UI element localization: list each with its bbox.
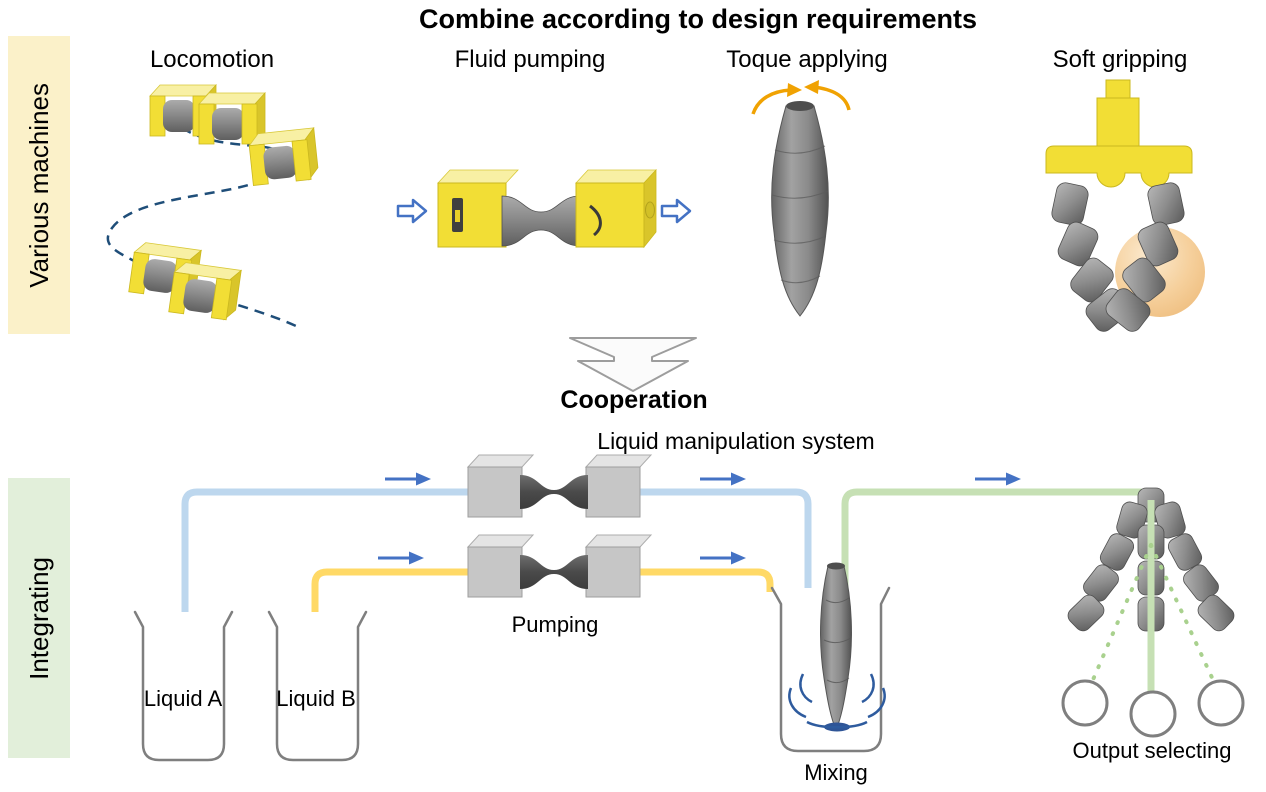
section-label-text: Various machines (23, 82, 54, 288)
mixing-label: Mixing (804, 760, 868, 785)
figure-title: Combine according to design requirements (418, 4, 978, 34)
flow-arrow-icon (973, 471, 1023, 487)
machine-label-locomotion: Locomotion (149, 46, 275, 73)
pumping-label: Pumping (511, 612, 599, 637)
flow-arrow-icon (698, 550, 748, 566)
output-port-circle (1129, 690, 1177, 738)
section-label-text: Integrating (23, 556, 54, 680)
combine-funnel-arrow-icon (569, 337, 697, 392)
mixing-swirls (788, 673, 886, 729)
gripper-finger-segment (1145, 180, 1187, 228)
output-port-circle (1061, 679, 1109, 727)
locomotion-module (168, 260, 242, 322)
section-label-various-machines: Various machines (8, 36, 70, 334)
locomotion-module (198, 92, 266, 145)
gripper-finger-segment (1049, 180, 1091, 228)
rotation-arrow-icon (812, 85, 851, 111)
flow-in-arrow-icon (396, 198, 428, 224)
flow-arrow-icon (376, 550, 426, 566)
output-selecting-label: Output selecting (1072, 738, 1232, 763)
mixing-graphic (770, 562, 891, 753)
flow-arrow-icon (383, 471, 433, 487)
flow-arrow-icon (698, 471, 748, 487)
system-title: Liquid manipulation system (597, 428, 875, 454)
output-port-circle (1197, 679, 1245, 727)
output-dashed-route (1090, 543, 1153, 684)
pump-module-2 (467, 534, 652, 598)
soft-gripping-graphic (1045, 79, 1205, 336)
fluid-pumping-graphic (396, 168, 692, 249)
beaker-label-liquid-b: Liquid B (276, 686, 356, 711)
rotation-arrow-icon (751, 88, 792, 115)
cooperation-label: Cooperation (560, 386, 708, 414)
section-label-integrating: Integrating (8, 478, 70, 758)
output-selector-graphic (1061, 487, 1245, 738)
pump-module-1 (467, 454, 652, 518)
machine-label-fluid-pumping: Fluid pumping (454, 46, 606, 73)
beaker-label-liquid-a: Liquid A (143, 686, 223, 711)
output-dashed-route (1149, 543, 1216, 684)
machine-label-soft-gripping: Soft gripping (1052, 46, 1188, 73)
machine-label-torque-applying: Toque applying (726, 46, 888, 73)
tube-liquid-b (311, 568, 774, 618)
locomotion-module (247, 127, 320, 187)
flow-out-arrow-icon (660, 198, 692, 224)
tube-liquid-a (181, 488, 812, 618)
torque-applying-graphic (751, 80, 851, 317)
locomotion-graphic (106, 84, 320, 328)
